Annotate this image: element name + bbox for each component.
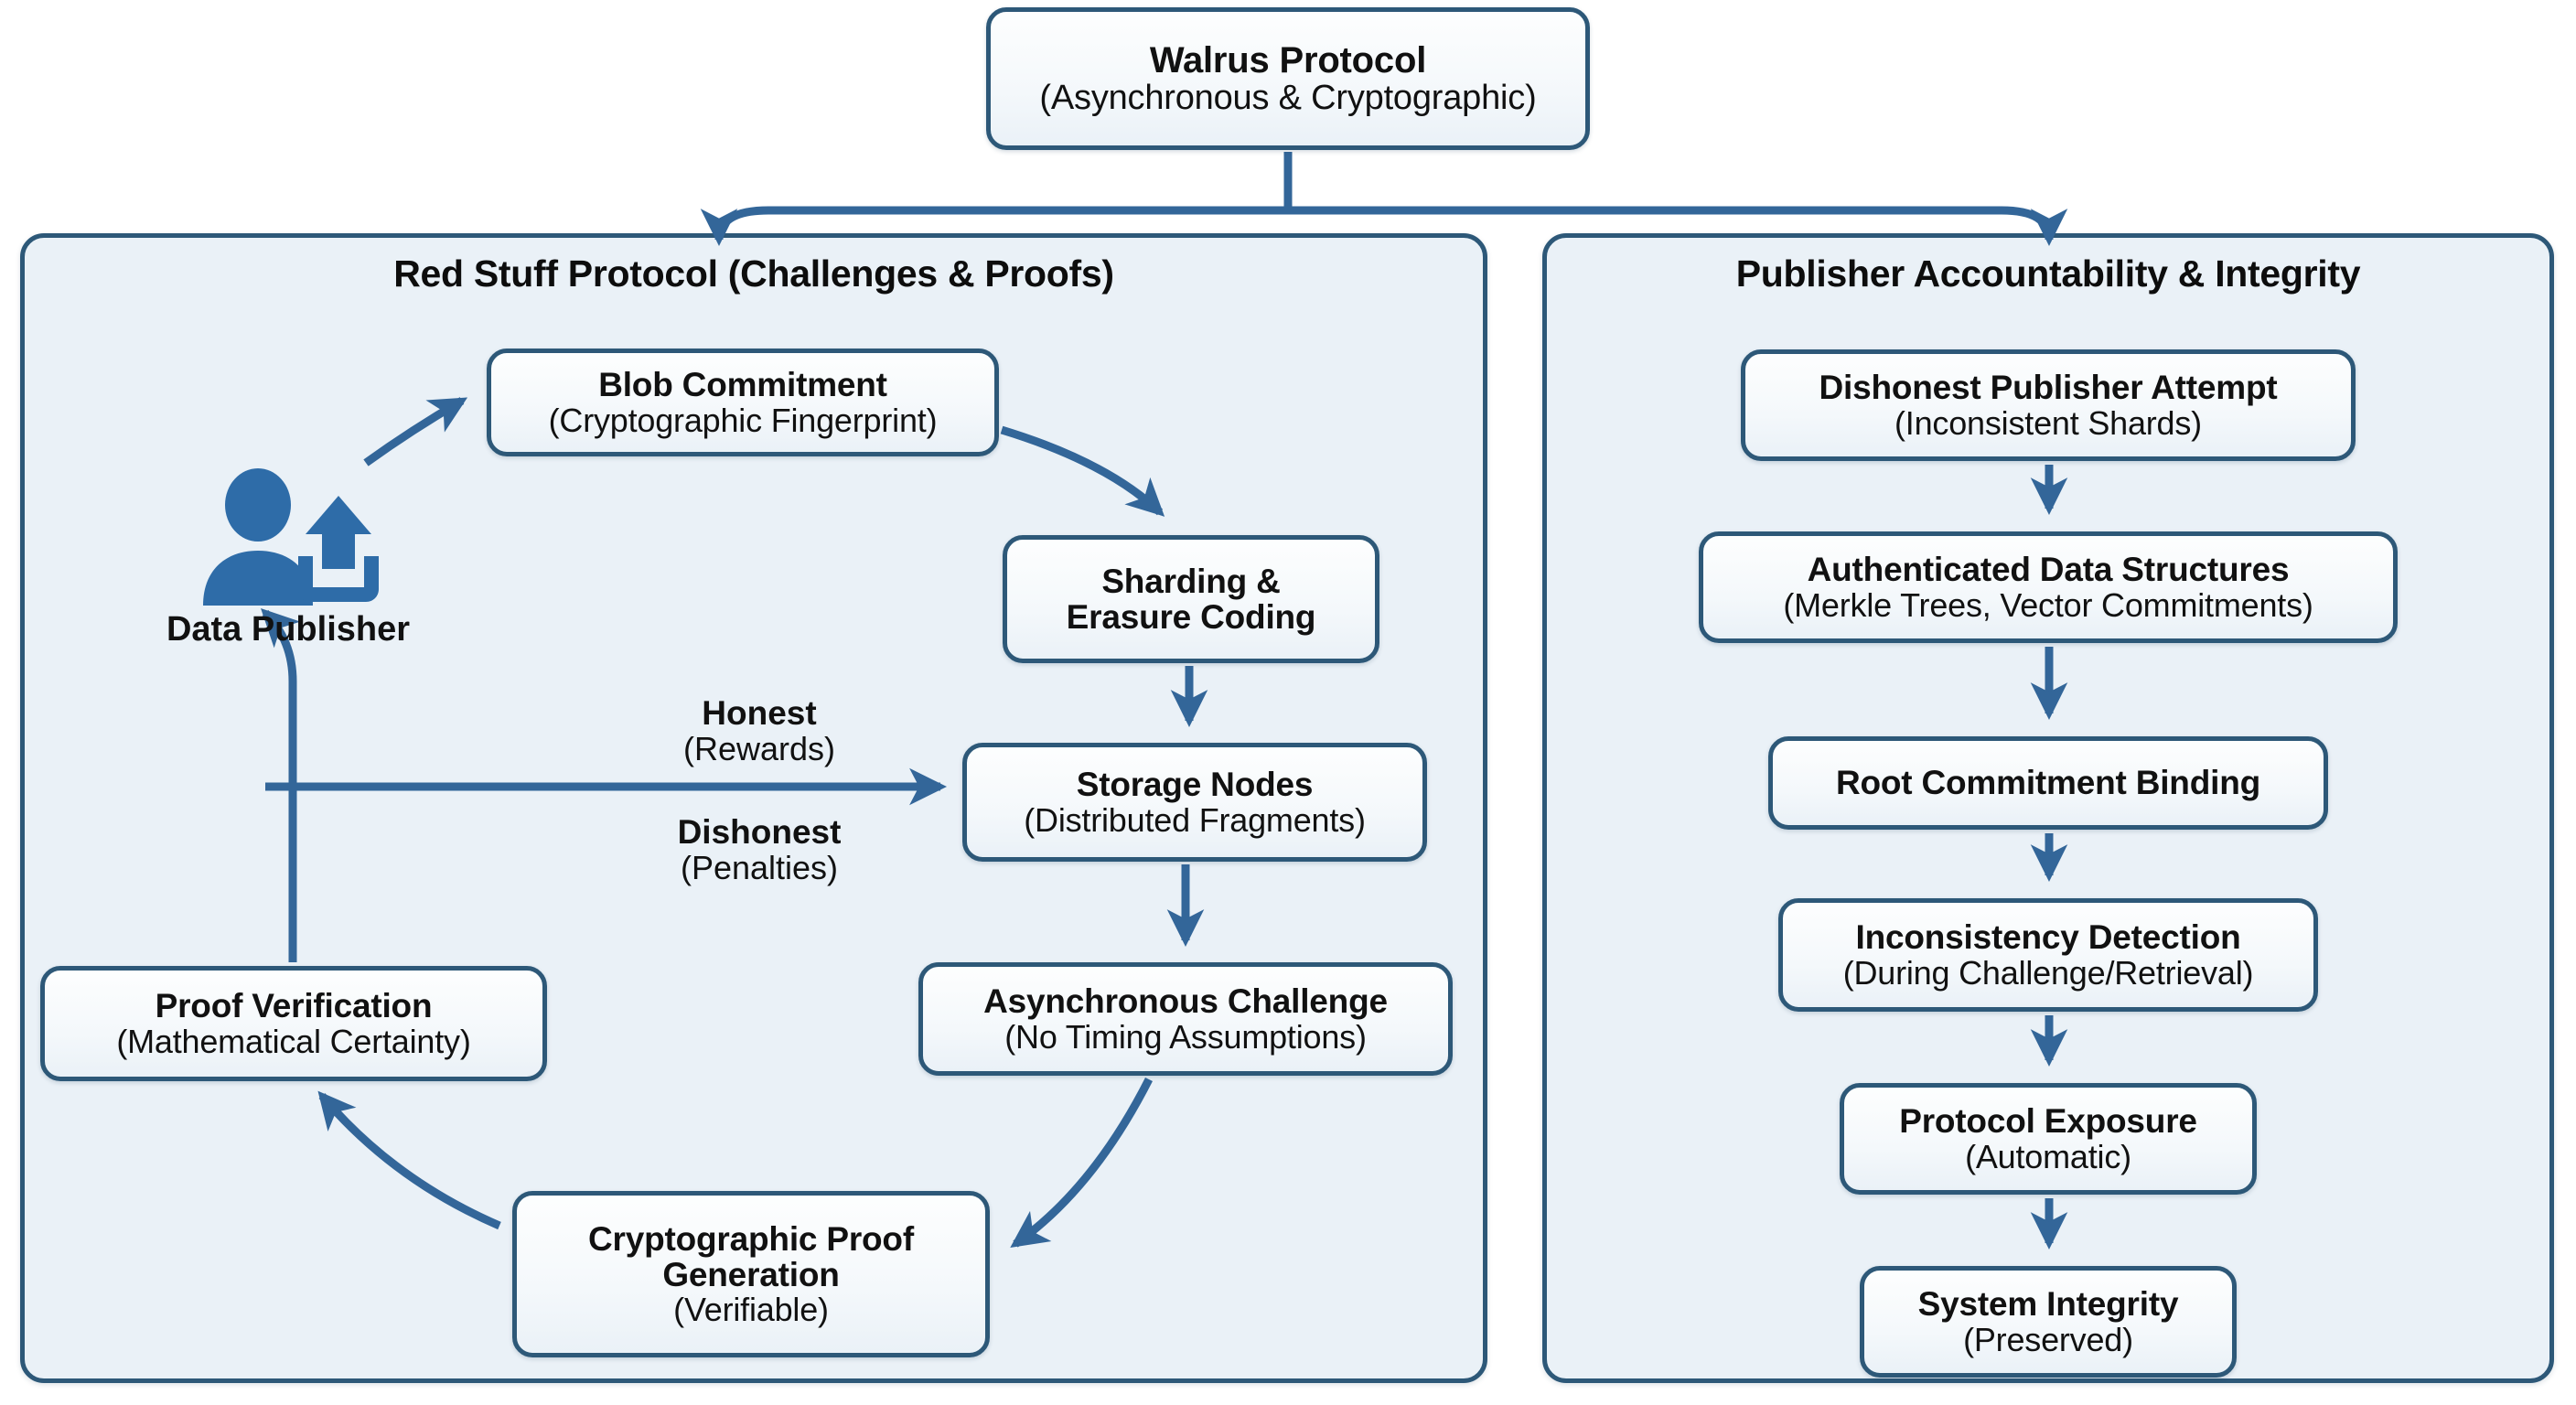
node-subtitle: (Preserved) <box>1963 1320 2133 1358</box>
node-title: Authenticated Data Structures <box>1807 551 2290 589</box>
edge-label-dishonest: Dishonest (Penalties) <box>576 814 942 886</box>
node-subtitle: (Inconsistent Shards) <box>1894 403 2202 442</box>
node-root-commitment-binding[interactable]: Root Commitment Binding <box>1768 736 2328 830</box>
edge-label-secondary: (Penalties) <box>680 848 839 886</box>
edge-label-secondary: (Rewards) <box>682 729 836 767</box>
actor-label: Data Publisher <box>166 610 411 649</box>
node-storage-nodes[interactable]: Storage Nodes (Distributed Fragments) <box>962 743 1427 862</box>
node-title: Dishonest Publisher Attempt <box>1819 369 2278 407</box>
node-title: Storage Nodes <box>1076 766 1314 804</box>
edge-label-honest: Honest (Rewards) <box>576 695 942 767</box>
node-title: Inconsistency Detection <box>1855 918 2241 957</box>
node-sharding-erasure-coding[interactable]: Sharding & Erasure Coding <box>1003 535 1379 663</box>
node-title: System Integrity <box>1917 1285 2179 1324</box>
node-asynchronous-challenge[interactable]: Asynchronous Challenge (No Timing Assump… <box>918 962 1453 1076</box>
node-cryptographic-proof-generation[interactable]: Cryptographic Proof Generation (Verifiab… <box>512 1191 990 1357</box>
edge-label-primary: Dishonest <box>677 813 842 851</box>
node-title: Sharding & <box>1101 562 1281 600</box>
node-system-integrity[interactable]: System Integrity (Preserved) <box>1860 1266 2237 1378</box>
node-title-line2: Erasure Coding <box>1066 598 1316 636</box>
node-subtitle: (Asynchronous & Cryptographic) <box>1039 79 1537 118</box>
node-title-line2: Generation <box>662 1255 840 1293</box>
edge-label-primary: Honest <box>702 694 817 732</box>
node-subtitle: (Cryptographic Fingerprint) <box>548 401 938 439</box>
node-protocol-exposure[interactable]: Protocol Exposure (Automatic) <box>1840 1083 2257 1195</box>
node-subtitle: (During Challenge/Retrieval) <box>1842 953 2254 992</box>
node-title: Cryptographic Proof <box>588 1219 914 1258</box>
node-subtitle: (Automatic) <box>1965 1137 2131 1175</box>
node-inconsistency-detection[interactable]: Inconsistency Detection (During Challeng… <box>1778 898 2318 1012</box>
node-title: Proof Verification <box>155 987 433 1025</box>
node-walrus-protocol[interactable]: Walrus Protocol (Asynchronous & Cryptogr… <box>986 7 1590 150</box>
node-authenticated-data-structures[interactable]: Authenticated Data Structures (Merkle Tr… <box>1699 531 2398 643</box>
node-subtitle: (Merkle Trees, Vector Commitments) <box>1783 585 2313 624</box>
node-title: Protocol Exposure <box>1899 1102 2197 1141</box>
node-proof-verification[interactable]: Proof Verification (Mathematical Certain… <box>40 966 547 1081</box>
actor-data-publisher[interactable]: Data Publisher <box>160 467 416 649</box>
node-title: Asynchronous Challenge <box>983 982 1388 1021</box>
node-blob-commitment[interactable]: Blob Commitment (Cryptographic Fingerpri… <box>487 349 999 456</box>
node-subtitle: (No Timing Assumptions) <box>1004 1017 1367 1056</box>
panel-left-title: Red Stuff Protocol (Challenges & Proofs) <box>393 252 1114 295</box>
node-title: Walrus Protocol <box>1149 39 1427 80</box>
node-title: Root Commitment Binding <box>1835 764 2260 802</box>
node-dishonest-publisher-attempt[interactable]: Dishonest Publisher Attempt (Inconsisten… <box>1741 349 2356 461</box>
node-subtitle: (Verifiable) <box>673 1291 829 1329</box>
user-upload-icon <box>203 468 379 606</box>
node-subtitle: (Mathematical Certainty) <box>116 1022 471 1060</box>
node-subtitle: (Distributed Fragments) <box>1024 800 1366 839</box>
node-title: Blob Commitment <box>598 366 887 404</box>
panel-right-title: Publisher Accountability & Integrity <box>1735 252 2361 295</box>
